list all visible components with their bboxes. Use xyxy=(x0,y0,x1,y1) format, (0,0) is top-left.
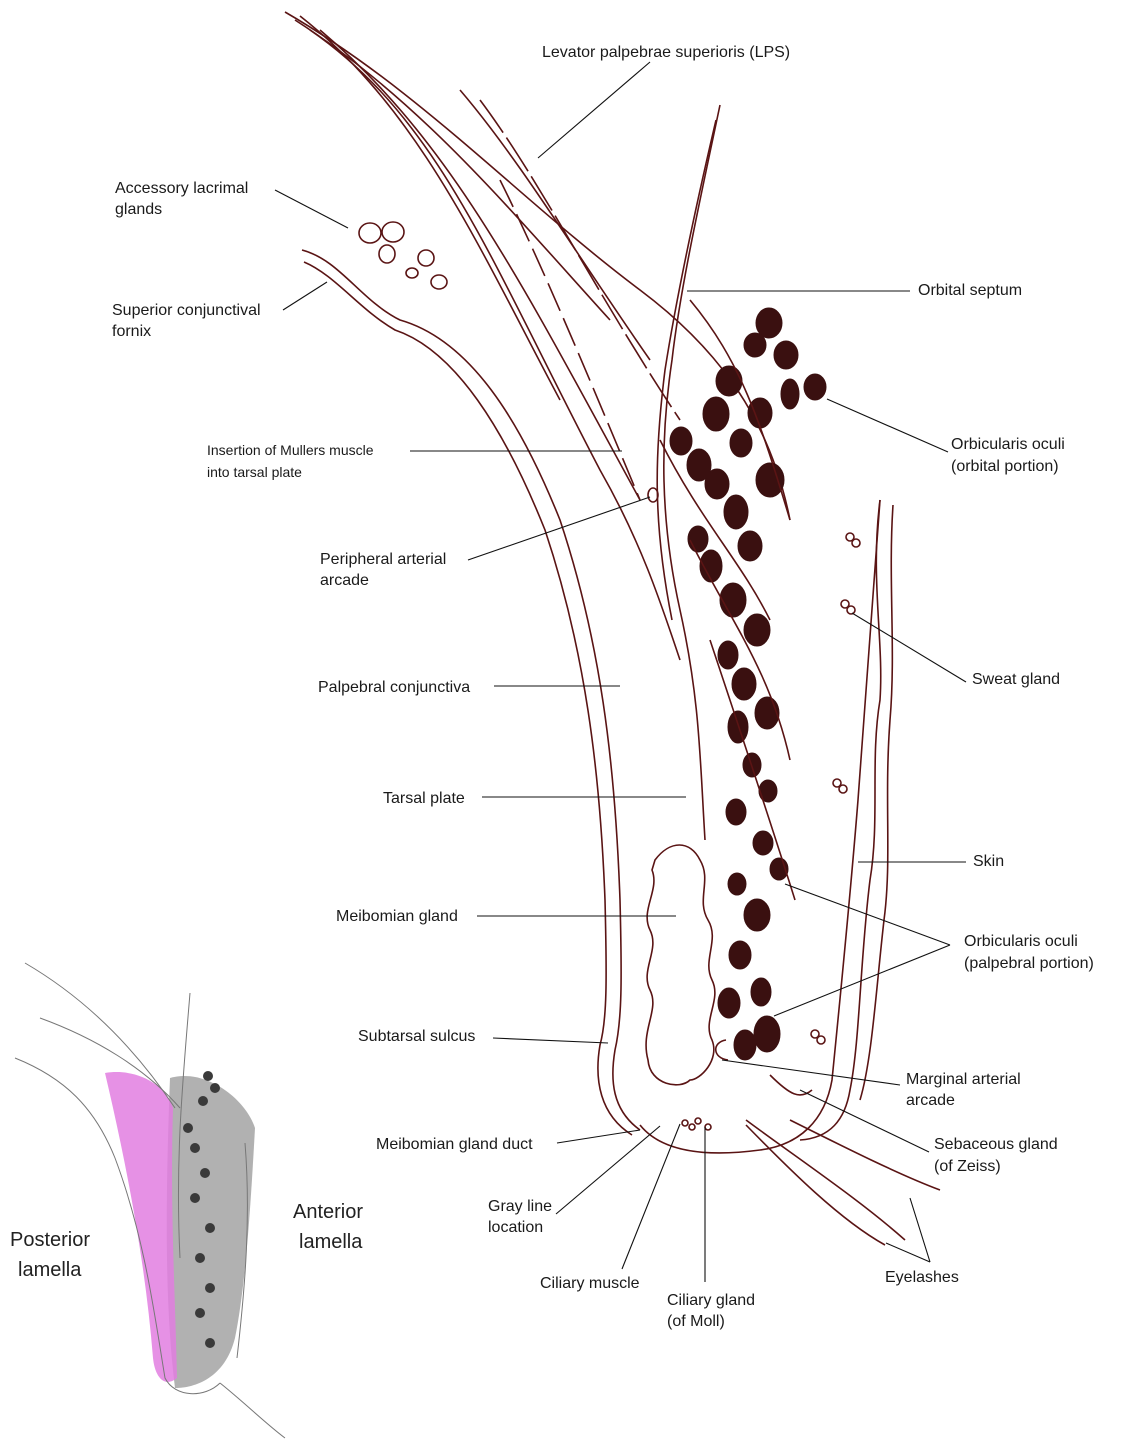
label-orbicularis-orbital-line2: (orbital portion) xyxy=(951,456,1059,477)
label-tarsal-plate: Tarsal plate xyxy=(383,788,465,809)
posterior-lamella-region xyxy=(105,1072,177,1382)
label-sweat-gland: Sweat gland xyxy=(972,669,1060,690)
label-peripheral-arcade-line2: arcade xyxy=(320,570,369,591)
lamella-inset-figure: Posterior lamella Anterior lamella xyxy=(5,958,307,1443)
label-gray-line-line1: Gray line xyxy=(488,1196,552,1217)
label-accessory-lacrimal-line1: Accessory lacrimal xyxy=(115,178,248,199)
label-mullers-line1: Insertion of Mullers muscle xyxy=(207,439,374,461)
inset-label-anterior-line2: lamella xyxy=(299,1228,362,1257)
label-pointer-lines xyxy=(275,62,966,1282)
inset-label-posterior-line1: Posterior xyxy=(10,1226,90,1255)
label-lps: Levator palpebrae superioris (LPS) xyxy=(542,42,790,63)
label-gray-line-line2: location xyxy=(488,1217,543,1238)
label-subtarsal-sulcus: Subtarsal sulcus xyxy=(358,1026,475,1047)
label-meibomian-duct: Meibomian gland duct xyxy=(376,1134,533,1155)
orbicularis-oculi-orbital-bundles xyxy=(670,308,826,529)
skin-surface xyxy=(800,500,881,1140)
label-meibomian-gland: Meibomian gland xyxy=(336,906,458,927)
label-superior-fornix-line2: fornix xyxy=(112,321,151,342)
tarsal-plate xyxy=(640,500,880,1153)
label-ciliary-muscle: Ciliary muscle xyxy=(540,1273,640,1294)
sebaceous-gland-of-zeiss xyxy=(770,1075,812,1095)
label-mullers-line2: into tarsal plate xyxy=(207,461,302,483)
ciliary-gland-of-moll xyxy=(682,1118,711,1130)
label-sebaceous-gland-line2: (of Zeiss) xyxy=(934,1156,1001,1177)
label-orbital-septum: Orbital septum xyxy=(918,280,1022,301)
label-peripheral-arcade-line1: Peripheral arterial xyxy=(320,549,446,570)
peripheral-arterial-arcade xyxy=(648,488,658,502)
inset-label-anterior-line1: Anterior xyxy=(293,1198,363,1227)
meibomian-gland xyxy=(646,845,715,1085)
label-marginal-arcade-line1: Marginal arterial xyxy=(906,1069,1021,1090)
label-orbicularis-palpebral-line2: (palpebral portion) xyxy=(964,953,1094,974)
marginal-arterial-arcade xyxy=(716,1040,728,1060)
label-palpebral-conjunctiva: Palpebral conjunctiva xyxy=(318,677,470,698)
label-eyelashes: Eyelashes xyxy=(885,1267,959,1288)
label-orbicularis-palpebral-line1: Orbicularis oculi xyxy=(964,931,1078,952)
label-marginal-arcade-line2: arcade xyxy=(906,1090,955,1111)
sweat-glands xyxy=(811,533,860,1044)
label-accessory-lacrimal-line2: glands xyxy=(115,199,162,220)
label-sebaceous-gland-line1: Sebaceous gland xyxy=(934,1134,1058,1155)
label-ciliary-gland-line1: Ciliary gland xyxy=(667,1290,755,1311)
label-ciliary-gland-line2: (of Moll) xyxy=(667,1311,725,1332)
label-skin: Skin xyxy=(973,851,1004,872)
label-orbicularis-orbital-line1: Orbicularis oculi xyxy=(951,434,1065,455)
label-superior-fornix-line1: Superior conjunctival xyxy=(112,300,261,321)
eyelashes xyxy=(746,1120,940,1245)
accessory-lacrimal-glands xyxy=(359,222,447,289)
lamella-inset-drawing xyxy=(5,958,307,1443)
inset-label-posterior-line2: lamella xyxy=(18,1256,81,1285)
